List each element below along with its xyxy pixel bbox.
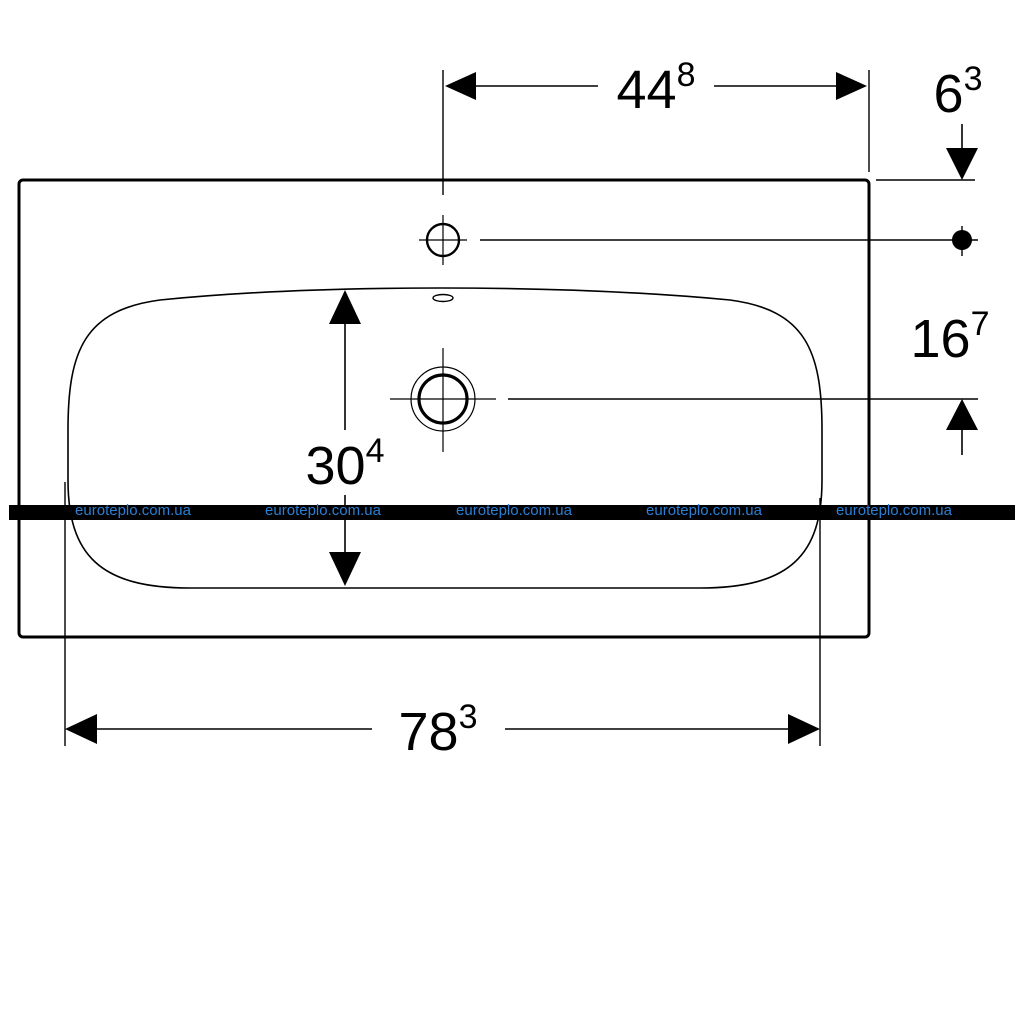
label-bowl-depth: 304 [306,432,385,496]
drain-hole [390,348,496,452]
watermark-band: euroteplo.com.ua euroteplo.com.ua eurote… [9,502,1015,520]
overflow-slot [432,293,454,303]
dimension-tap-hole-to-drain: 167 [911,305,990,455]
label-tap-hole-to-drain: 167 [911,305,990,369]
bowl-outline [67,287,823,589]
dimension-bowl-depth: 304 [306,290,385,586]
watermark-text: euroteplo.com.ua [836,502,953,519]
label-tap-hole-offset: 448 [617,56,696,120]
basin-outline [17,178,871,639]
label-bowl-width: 783 [399,698,478,762]
dimension-tap-hole-offset: 448 [445,56,867,120]
dimension-rim-to-tap-hole: 63 [934,60,983,180]
watermark-text: euroteplo.com.ua [265,502,382,519]
dimension-bowl-width: 783 [65,698,820,762]
tap-hole [419,215,467,265]
watermark-text: euroteplo.com.ua [646,502,763,519]
watermark-text: euroteplo.com.ua [75,502,192,519]
watermark-text: euroteplo.com.ua [456,502,573,519]
label-rim-to-tap-hole: 63 [934,60,983,124]
